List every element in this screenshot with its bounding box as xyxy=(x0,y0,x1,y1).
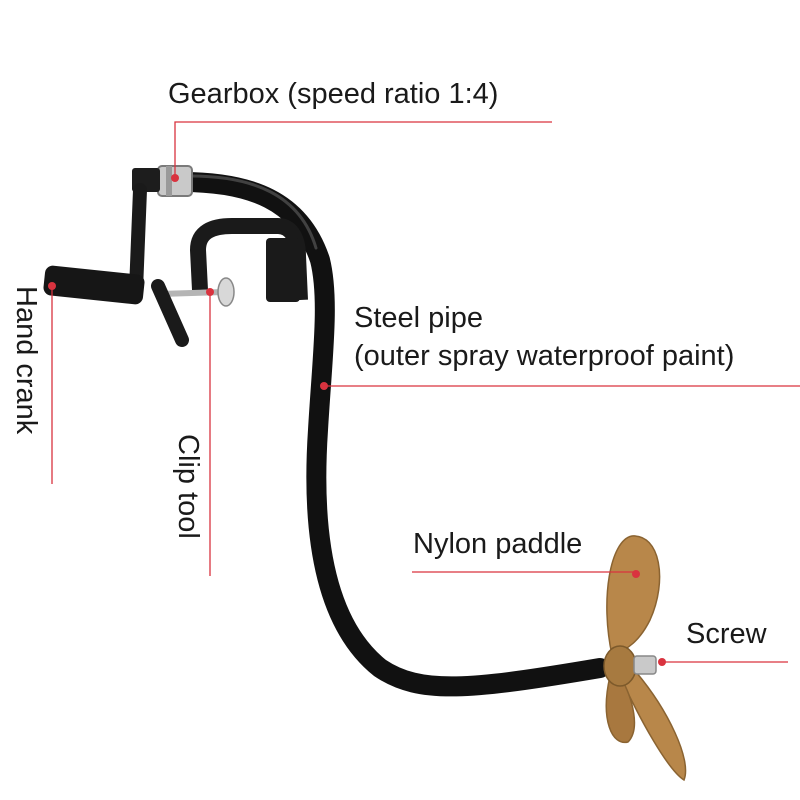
propeller-blade-bottom xyxy=(618,671,687,782)
leader-line-gearbox xyxy=(174,121,552,176)
label-screw: Screw xyxy=(686,618,767,650)
propeller-screw xyxy=(633,655,657,675)
leader-dots xyxy=(48,174,666,666)
clamp-pad xyxy=(217,277,235,307)
propeller-blade-top xyxy=(606,535,661,656)
clamp-wing-handle xyxy=(151,279,189,347)
propeller-blade-left xyxy=(605,675,636,744)
label-hand-crank: Hand crank xyxy=(10,286,42,435)
leader-dot-clip-tool xyxy=(206,288,214,296)
label-steel-pipe-detail: (outer spray waterproof paint) xyxy=(354,340,735,372)
clamp-screw-rod xyxy=(159,289,225,297)
label-nylon-paddle: Nylon paddle xyxy=(413,528,583,560)
propeller-hub xyxy=(603,645,637,687)
steel-pipe xyxy=(172,172,610,697)
steel-pipe-highlight xyxy=(188,174,318,250)
label-gearbox: Gearbox (speed ratio 1:4) xyxy=(168,78,499,110)
leader-line-nylon-paddle xyxy=(412,571,637,576)
crank-handle xyxy=(43,265,145,305)
leader-dot-steel-pipe xyxy=(320,382,328,390)
leader-lines xyxy=(51,121,800,663)
label-steel-pipe: Steel pipe xyxy=(354,302,483,334)
leader-dot-nylon-paddle xyxy=(632,570,640,578)
leader-dot-gearbox xyxy=(171,174,179,182)
clamp-mount xyxy=(266,238,300,302)
gearbox-band xyxy=(166,166,172,196)
label-clip-tool: Clip tool xyxy=(172,434,204,539)
leader-dot-hand-crank xyxy=(48,282,56,290)
leader-dot-screw xyxy=(658,658,666,666)
